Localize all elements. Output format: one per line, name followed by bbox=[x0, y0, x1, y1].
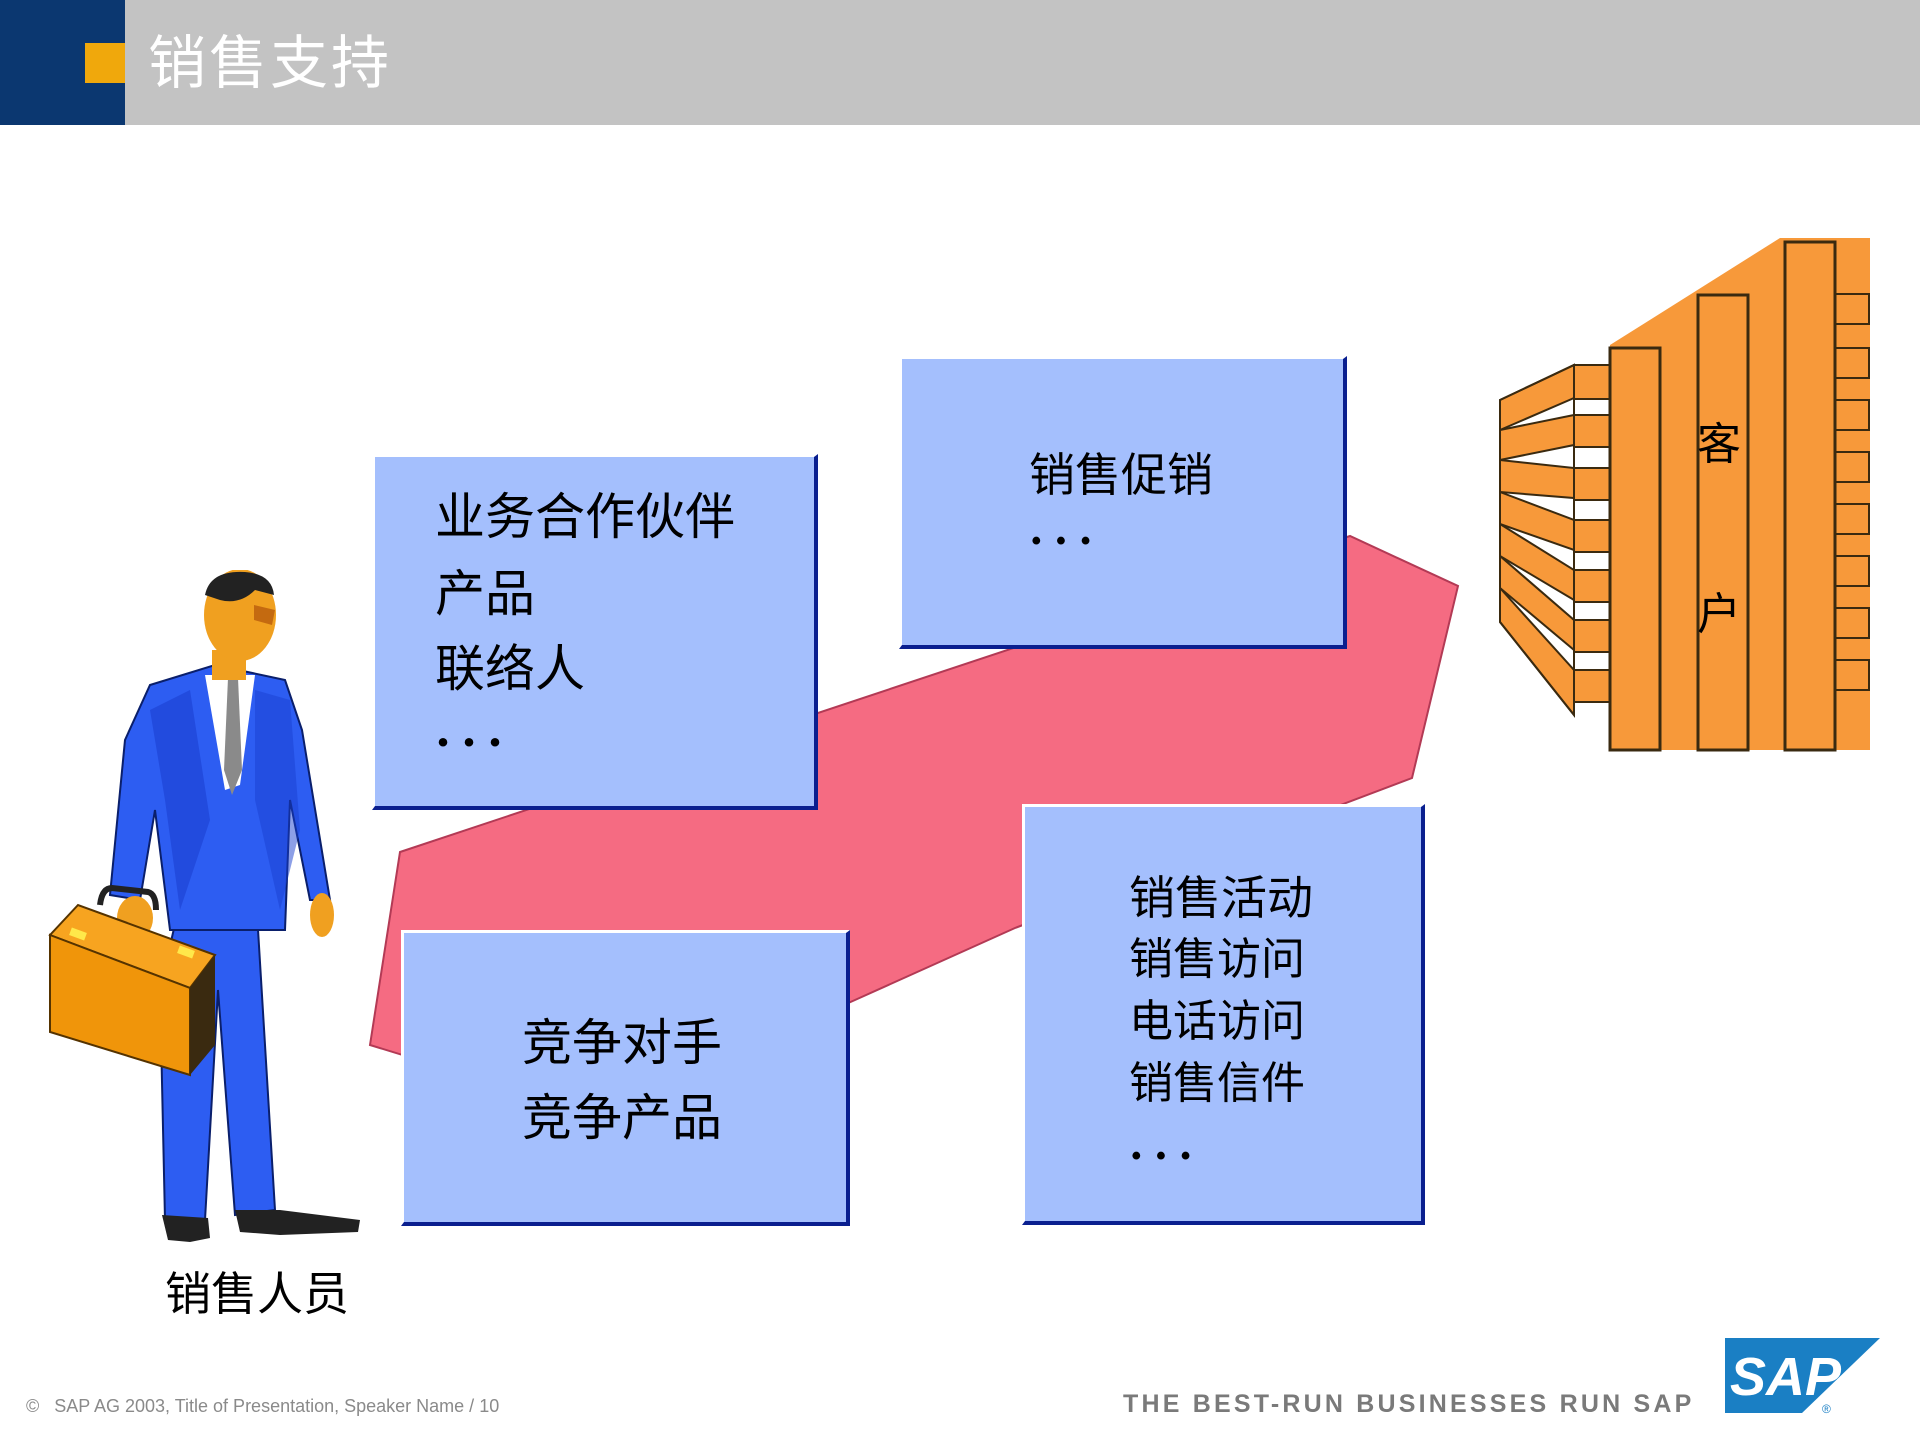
sap-logo: SAP ® bbox=[1725, 1338, 1880, 1415]
customer-label-2: 户 bbox=[1697, 589, 1741, 640]
salesperson-illustration bbox=[48, 570, 360, 1242]
header-bar bbox=[125, 0, 1920, 125]
sap-logo-registered: ® bbox=[1822, 1402, 1831, 1415]
footer-copyright: © SAP AG 2003, Title of Presentation, Sp… bbox=[26, 1396, 499, 1417]
activities-line-2: 销售访问 bbox=[1129, 934, 1305, 985]
header-accent-square bbox=[85, 43, 125, 83]
salesperson-label: 销售人员 bbox=[165, 1267, 349, 1321]
activities-box: 销售活动 销售访问 电话访问 销售信件 ... bbox=[1022, 804, 1425, 1225]
footer-tagline: THE BEST-RUN BUSINESSES RUN SAP bbox=[1123, 1390, 1695, 1418]
promotion-line-1: 销售促销 bbox=[1029, 448, 1213, 502]
partners-line-3: 联络人 bbox=[435, 640, 585, 698]
competition-line-1: 竞争对手 bbox=[522, 1014, 722, 1072]
copyright-text: SAP AG 2003, Title of Presentation, Spea… bbox=[54, 1396, 500, 1416]
activities-line-3: 电话访问 bbox=[1129, 996, 1305, 1047]
partners-ellipsis: ... bbox=[435, 703, 514, 757]
partners-line-2: 产品 bbox=[435, 565, 535, 623]
customer-label-1: 客 bbox=[1697, 419, 1741, 470]
sap-logo-text: SAP bbox=[1730, 1347, 1842, 1407]
partners-line-1: 业务合作伙伴 bbox=[435, 488, 735, 546]
slide-title: 销售支持 bbox=[148, 29, 393, 97]
activities-ellipsis: ... bbox=[1129, 1120, 1203, 1169]
promotion-ellipsis: ... bbox=[1029, 505, 1103, 554]
customer-building-illustration bbox=[1499, 238, 1870, 752]
competition-line-2: 竞争产品 bbox=[522, 1089, 722, 1147]
partners-box: 业务合作伙伴 产品 联络人 ... bbox=[372, 454, 818, 810]
competition-box: 竞争对手 竞争产品 bbox=[401, 930, 850, 1226]
activities-line-4: 销售信件 bbox=[1129, 1058, 1305, 1109]
promotion-box: 销售促销 ... bbox=[899, 356, 1347, 649]
copyright-symbol: © bbox=[26, 1396, 40, 1416]
activities-line-1: 销售活动 bbox=[1129, 871, 1313, 925]
